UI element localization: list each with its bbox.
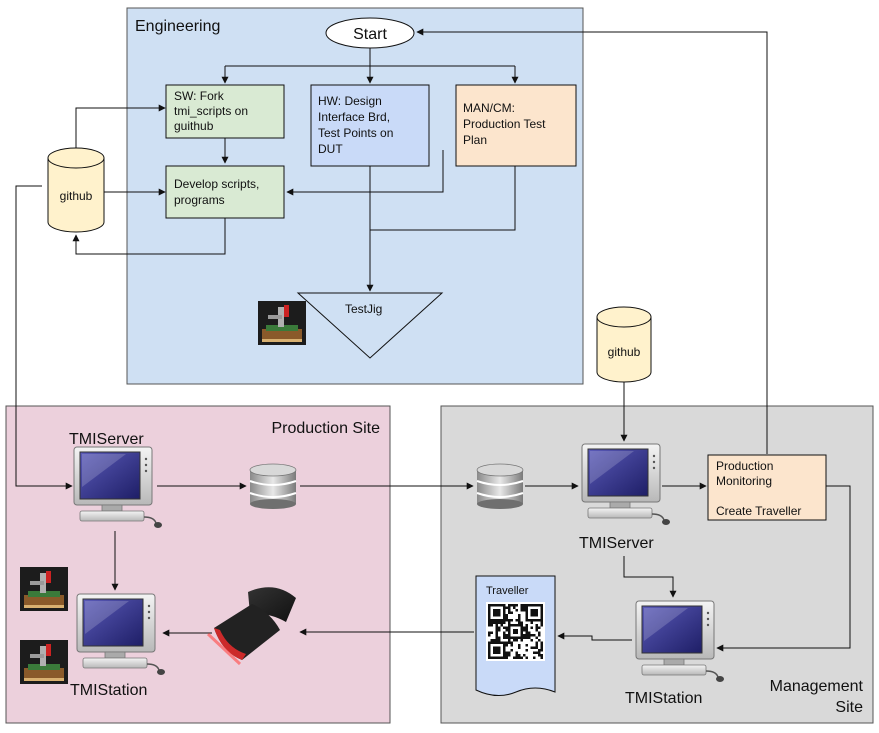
svg-text:guithub: guithub xyxy=(174,119,214,133)
start-node: Start xyxy=(325,17,415,49)
management-site-label-line1: Management xyxy=(770,678,864,695)
tmiserver-mgmt-label: TMIServer xyxy=(579,535,654,552)
engineering-region-label: Engineering xyxy=(135,18,220,35)
mgmt-database-icon xyxy=(476,463,524,510)
svg-text:Start: Start xyxy=(353,26,387,43)
hw-design-box: HW: Design Interface Brd, Test Points on… xyxy=(310,84,430,167)
tmistation-prod-label: TMIStation xyxy=(70,682,147,699)
testjig-photo xyxy=(258,301,306,345)
svg-text:Monitoring: Monitoring xyxy=(716,474,772,488)
svg-text:github: github xyxy=(60,189,93,203)
svg-text:TestJig: TestJig xyxy=(345,302,382,316)
svg-text:Plan: Plan xyxy=(463,133,487,147)
svg-text:SW: Fork: SW: Fork xyxy=(174,89,225,103)
tmistation-mgmt-label: TMIStation xyxy=(625,690,702,707)
production-site-region xyxy=(5,405,391,724)
github-right-cylinder: github xyxy=(596,306,652,383)
prod-jig-photo-2 xyxy=(20,640,68,684)
develop-scripts-box: Develop scripts, programs xyxy=(165,165,285,219)
svg-text:Production Test: Production Test xyxy=(463,117,546,131)
production-site-label: Production Site xyxy=(271,420,380,437)
svg-text:Production: Production xyxy=(716,459,773,473)
management-site-label-line2: Site xyxy=(835,699,863,716)
svg-text:tmi_scripts on: tmi_scripts on xyxy=(174,104,248,118)
svg-text:HW: Design: HW: Design xyxy=(318,94,382,108)
sw-fork-box: SW: Fork tmi_scripts on guithub xyxy=(165,84,285,139)
svg-text:Create Traveller: Create Traveller xyxy=(716,504,801,518)
man-cm-box: MAN/CM: Production Test Plan xyxy=(455,84,577,167)
production-monitoring-box: Production Monitoring Create Traveller xyxy=(707,454,827,521)
prod-database-icon xyxy=(249,463,297,510)
github-left-cylinder: github xyxy=(47,147,105,233)
svg-text:Develop scripts,: Develop scripts, xyxy=(174,177,259,191)
testjig-triangle: TestJig xyxy=(296,292,444,359)
prod-jig-photo-1 xyxy=(20,567,68,611)
qr-code-icon xyxy=(486,602,545,661)
barcode-scanner-icon xyxy=(206,587,296,666)
svg-text:github: github xyxy=(608,345,641,359)
svg-text:DUT: DUT xyxy=(318,142,343,156)
svg-text:MAN/CM:: MAN/CM: xyxy=(463,101,515,115)
svg-text:Interface Brd,: Interface Brd, xyxy=(318,110,390,124)
tmiserver-prod-label: TMIServer xyxy=(69,431,144,448)
svg-text:Traveller: Traveller xyxy=(486,585,529,597)
svg-text:programs: programs xyxy=(174,193,225,207)
svg-text:Test Points on: Test Points on xyxy=(318,126,393,140)
